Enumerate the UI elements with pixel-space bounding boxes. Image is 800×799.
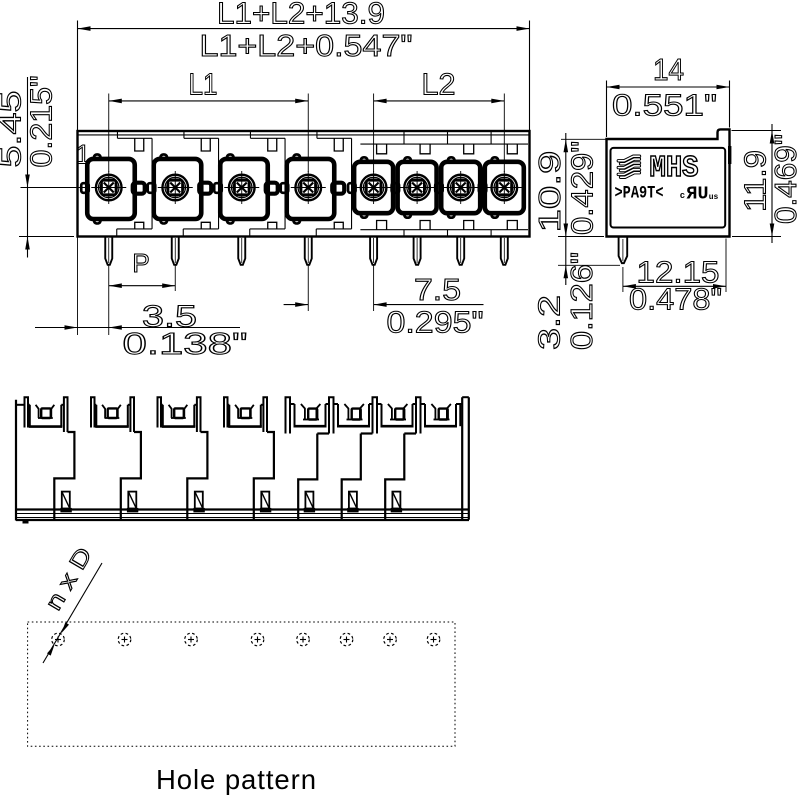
svg-text:0.469": 0.469": [769, 134, 800, 224]
svg-text:L1+L2+13.9: L1+L2+13.9: [217, 0, 385, 31]
svg-text:L2: L2: [422, 67, 456, 101]
svg-text:0.551": 0.551": [612, 89, 717, 123]
svg-text:0.478": 0.478": [629, 283, 722, 317]
svg-text:7.5: 7.5: [414, 273, 461, 307]
svg-text:0.126": 0.126": [565, 252, 599, 350]
svg-text:c: c: [680, 191, 685, 201]
svg-text:L1: L1: [189, 67, 218, 101]
svg-text:0.429": 0.429": [566, 141, 600, 235]
svg-text:3.5: 3.5: [142, 300, 197, 334]
svg-text:10.9: 10.9: [533, 151, 567, 233]
svg-text:1: 1: [75, 140, 90, 170]
svg-text:L1+L2+0.547": L1+L2+0.547": [200, 29, 413, 63]
svg-text:MHS: MHS: [650, 151, 699, 186]
svg-text:12.15: 12.15: [637, 256, 720, 290]
svg-text:11.9: 11.9: [739, 150, 773, 212]
svg-text:>PA9T<: >PA9T<: [615, 184, 664, 204]
svg-text:14: 14: [653, 53, 684, 87]
svg-text:0.215": 0.215": [25, 76, 59, 168]
svg-text:5.45: 5.45: [0, 91, 28, 168]
svg-text:us: us: [709, 193, 719, 202]
svg-text:ЯU: ЯU: [687, 185, 709, 205]
svg-text:Hole pattern: Hole pattern: [156, 764, 316, 795]
svg-text:P: P: [132, 248, 149, 278]
svg-text:0.138": 0.138": [123, 327, 248, 361]
svg-text:3.2: 3.2: [533, 295, 567, 350]
svg-text:0.295": 0.295": [387, 306, 484, 340]
